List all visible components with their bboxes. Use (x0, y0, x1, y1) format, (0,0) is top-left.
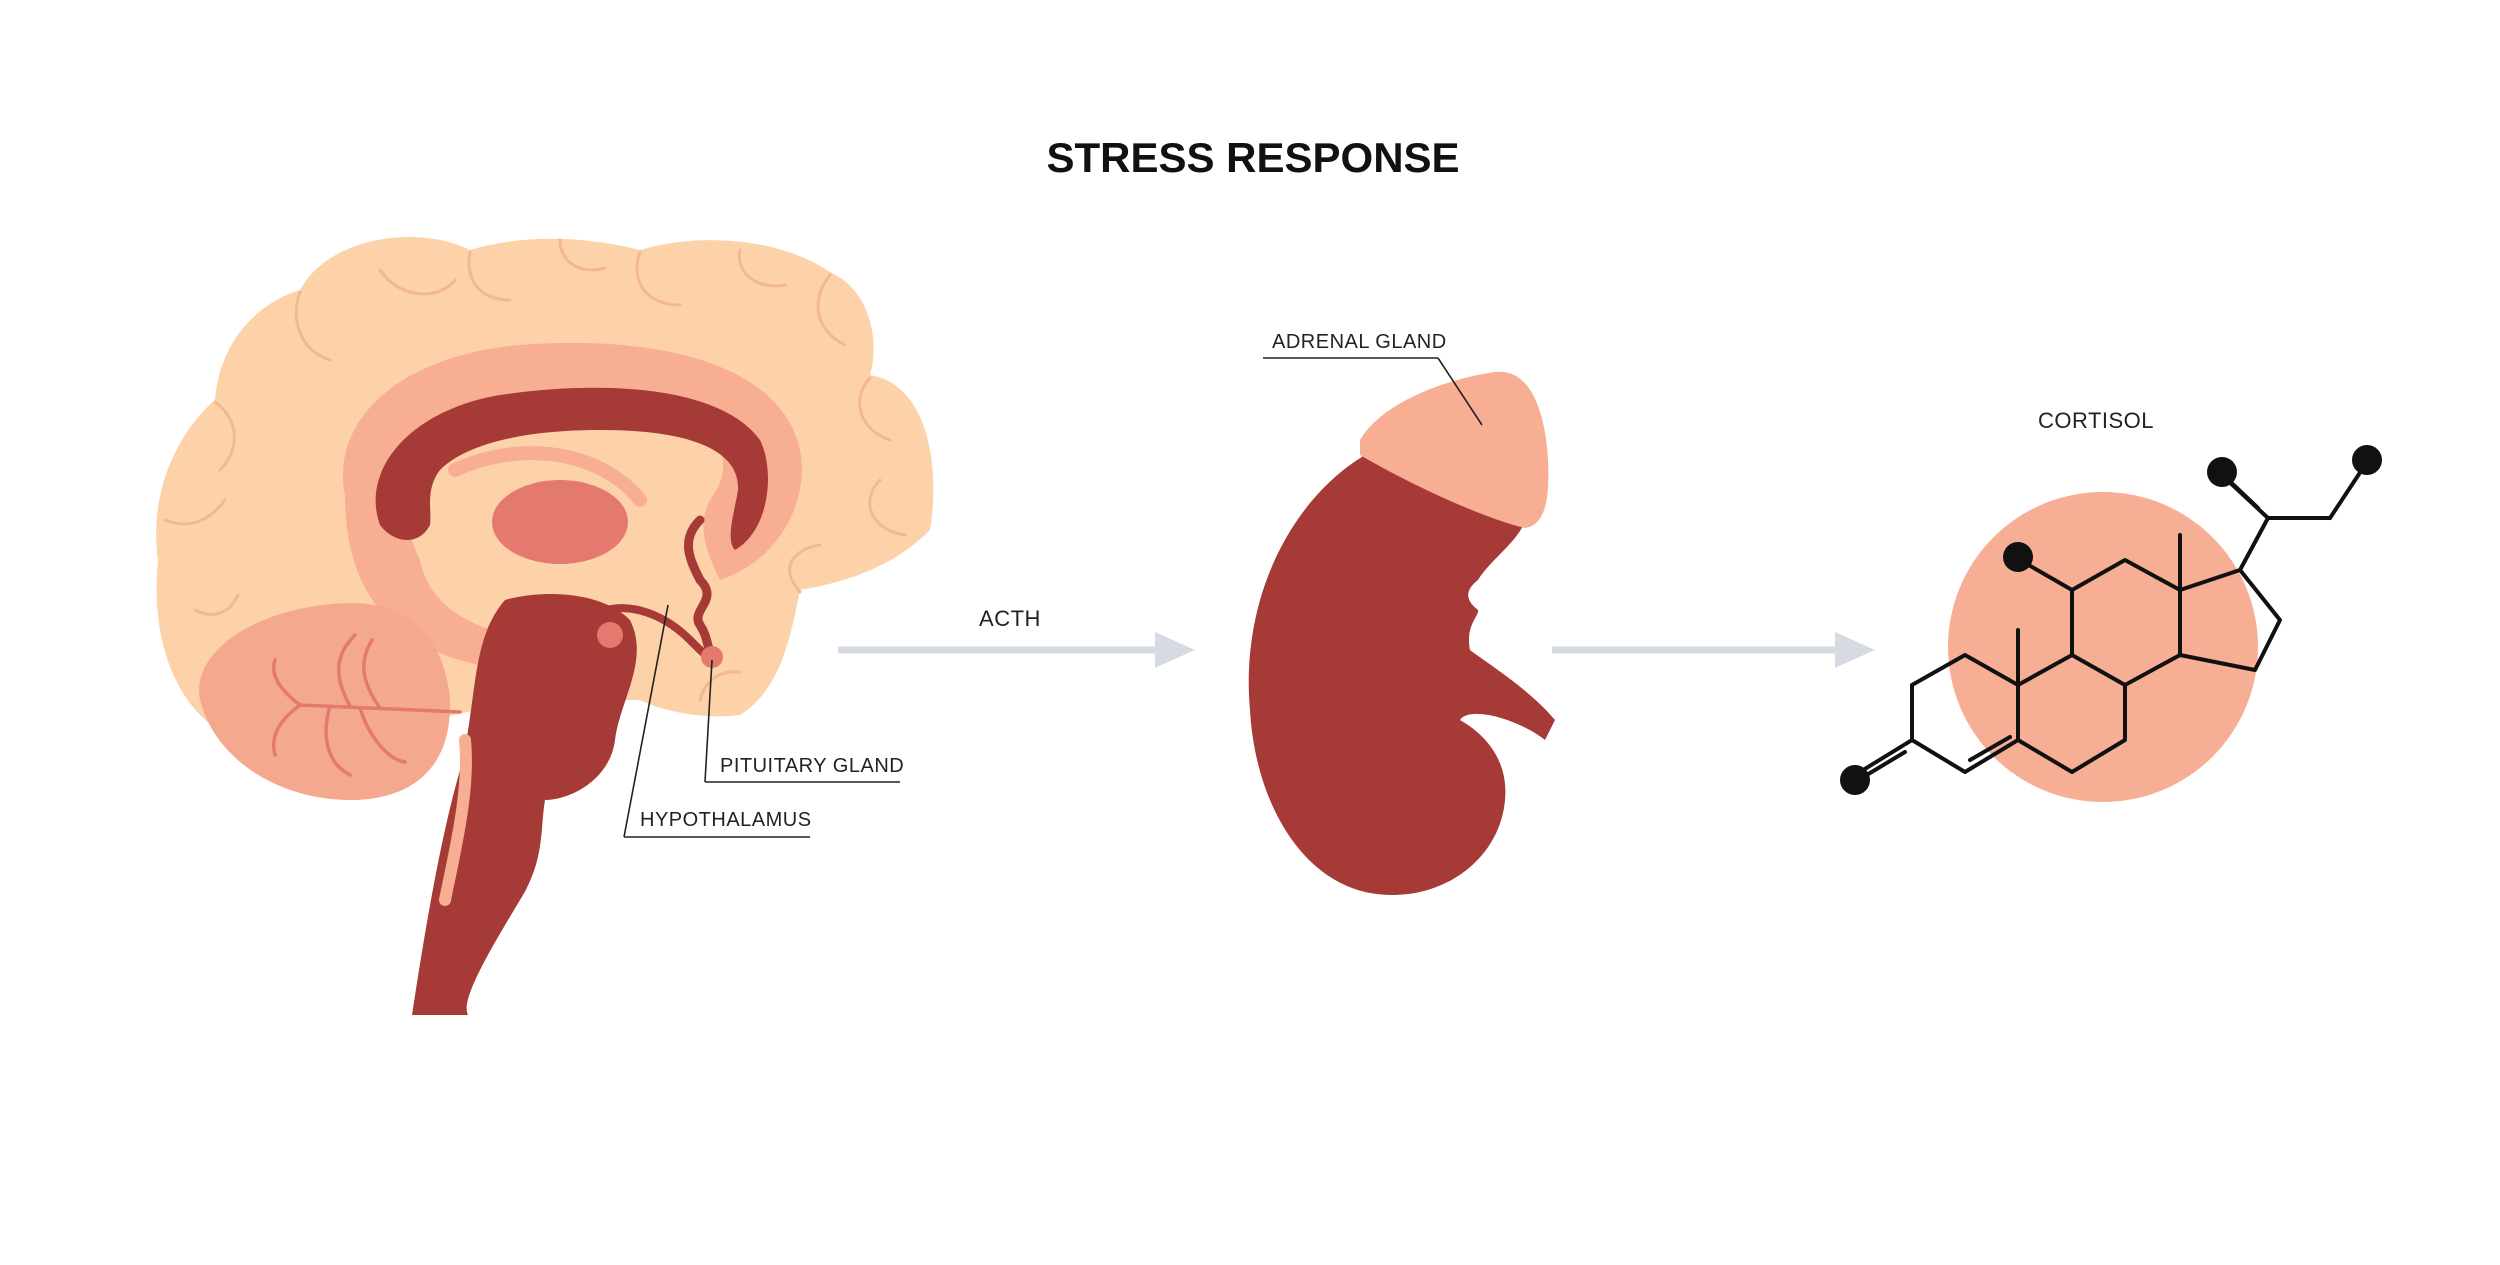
hypothalamus-label: HYPOTHALAMUS (640, 809, 812, 831)
fornix (448, 446, 647, 507)
arbor-vitae (272, 633, 462, 777)
brainstem-outline-strip (439, 734, 472, 906)
diagram-title: STRESS RESPONSE (1046, 134, 1459, 181)
pituitary-leader (704, 659, 713, 783)
adrenal-gland (1360, 371, 1549, 528)
hypothalamus-leader (623, 604, 669, 838)
brain-sagittal-icon (156, 237, 934, 1015)
cortisol-label: CORTISOL (2038, 408, 2154, 433)
kidney (1248, 455, 1555, 895)
pituitary-label: PITUITARY GLAND (720, 755, 904, 777)
kidney-icon (1248, 371, 1555, 895)
hypothalamus-region (683, 515, 720, 660)
thalamus (492, 480, 628, 564)
mamillary-body (597, 622, 623, 648)
adrenal-label: ADRENAL GLAND (1272, 331, 1447, 353)
corpus-callosum (375, 387, 768, 550)
cingulate-band (342, 342, 802, 670)
acth-label: ACTH (979, 606, 1041, 631)
cortisol-arrow (1552, 632, 1875, 668)
cortisol-molecule-icon (1840, 445, 2382, 802)
cerebrum-folds (163, 238, 907, 702)
acth-arrow (838, 632, 1195, 668)
adrenal-leader (1437, 357, 1483, 426)
brainstem (412, 594, 637, 1015)
pituitary-gland (701, 646, 723, 668)
